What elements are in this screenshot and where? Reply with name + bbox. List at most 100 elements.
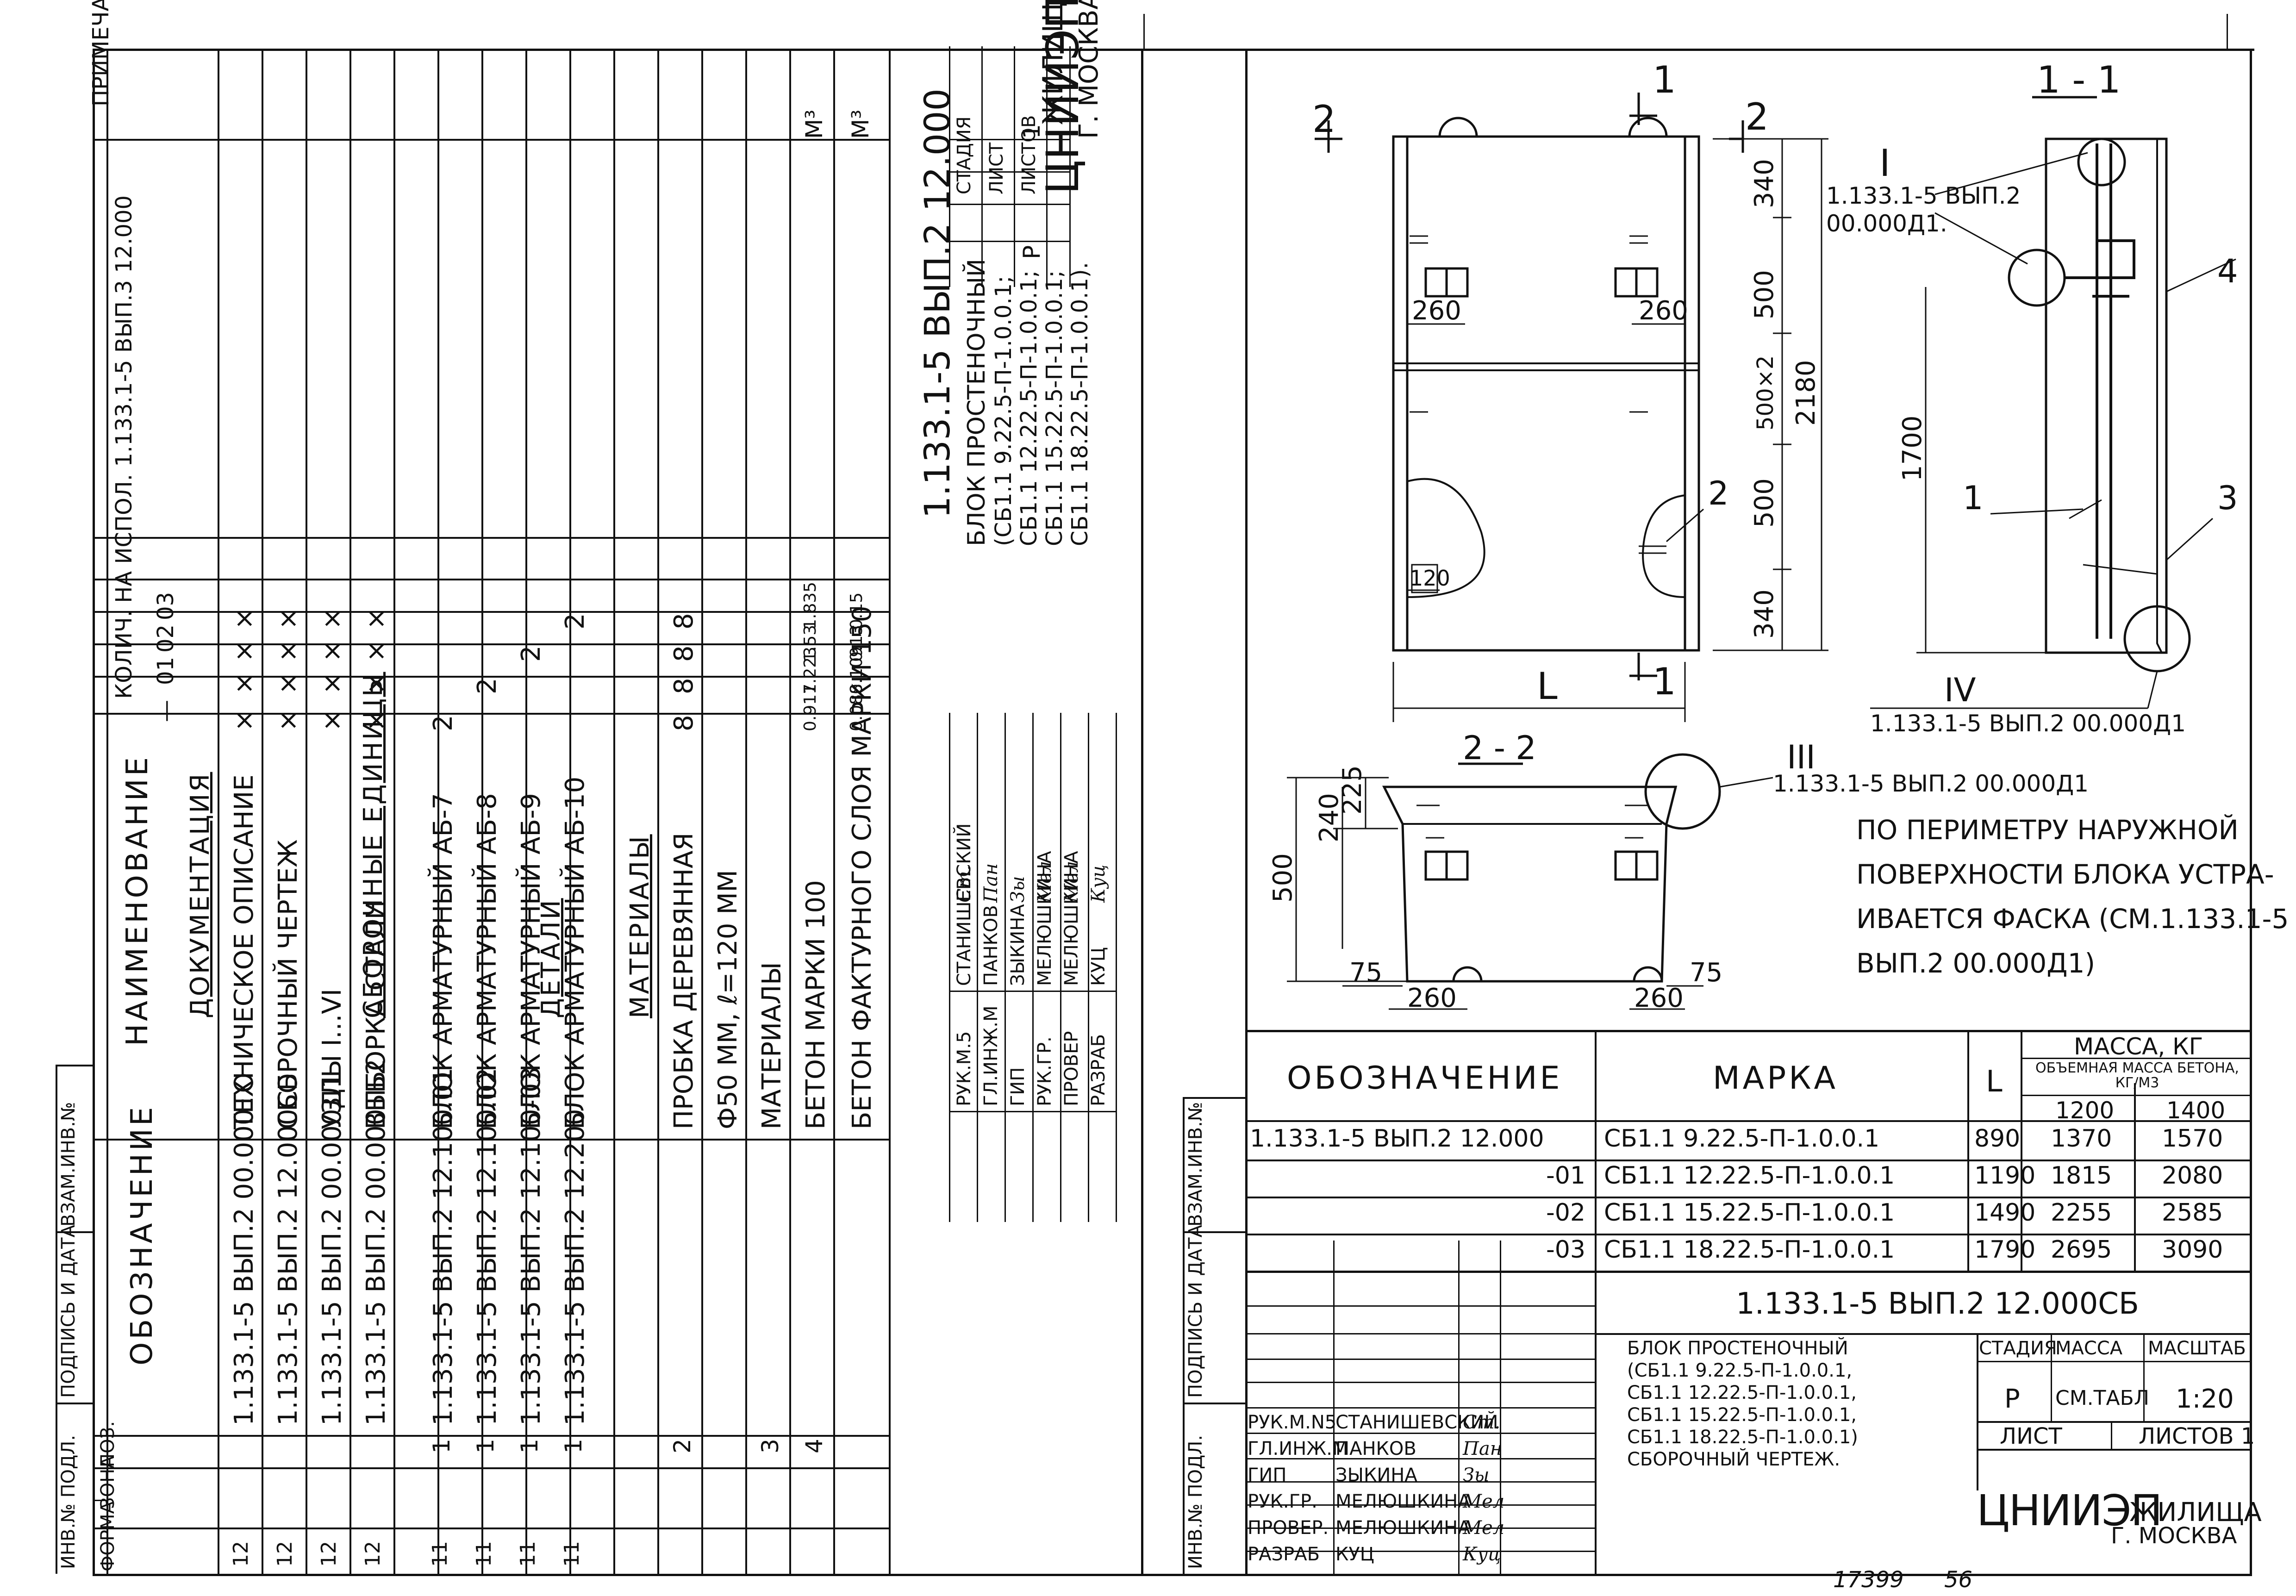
dim-500-section: 500 [1268,853,1298,903]
title-desc-line: СБ1.1 18.22.5-П-1.0.0.1) [1627,1427,1858,1448]
title-org2: ЖИЛИЩА [2129,1497,2262,1527]
mass-row-m2: 1570 [2162,1125,2223,1153]
mass-h-L: L [1986,1065,2003,1099]
dim-500x2: 500×2 [1753,355,1778,430]
mass-row-L: 1490 [1974,1199,2036,1227]
title-city: Г. МОСКВА [2111,1523,2237,1549]
front-section-2-right-label: 2 [1745,95,1769,138]
dim-75b: 75 [1690,958,1722,988]
title-staff-name: КУЦ [1335,1544,1374,1565]
footer-number-2: 56 [1944,1567,1973,1593]
front-section-1-bottom-label: 1 [1653,660,1676,703]
ref-III: 1.133.1-5 ВЫП.2 00.000Д1 [1773,770,2089,797]
right-side-sign: ПОДПИСЬ И ДАТА [1185,1225,1206,1398]
section-2-2-title: 2 - 2 [1463,729,1536,767]
mass-row-marka: СБ1.1 15.22.5-П-1.0.0.1 [1604,1199,1895,1227]
title-staff-role: РАЗРАБ [1248,1544,1320,1565]
title-staff-sign: Мел [1463,1491,1505,1512]
pos-3-label: 3 [2217,479,2238,517]
mass-row-m1: 2255 [2051,1199,2112,1227]
title-h-masshtab: МАСШТАБ [2148,1338,2246,1359]
mass-row-m1: 1815 [2051,1162,2112,1190]
mass-h-marka: МАРКА [1713,1060,1838,1097]
title-staff-role: ГЛ.ИНЖ.М [1248,1438,1348,1459]
mass-row-m1: 1370 [2051,1125,2112,1153]
title-list: ЛИСТ [2000,1423,2062,1449]
front-section-1-label: 1 [1653,58,1676,101]
note-line: ПОВЕРХНОСТИ БЛОКА УСТРА- [1856,859,2274,890]
title-code: 1.133.1-5 ВЫП.2 12.000СБ [1736,1287,2139,1321]
mass-h-oboz: ОБОЗНАЧЕНИЕ [1287,1060,1563,1097]
dim-75a: 75 [1349,958,1382,988]
node-IV-label: IV [1944,671,1976,709]
pos-1-label: 1 [1963,479,1984,517]
title-org: ЦНИИЭП [1977,1486,2163,1535]
title-staff-sign: Зы [1463,1465,1490,1486]
mass-row-oboz: -02 [1546,1199,1585,1227]
mass-density-2: 1400 [2166,1097,2226,1124]
mass-h-mass: МАССА, КГ [2074,1033,2203,1060]
dim-L: L [1537,665,1558,708]
mass-row-L: 1190 [1974,1162,2036,1190]
dim-260-right: 260 [1634,983,1684,1013]
mass-row-L: 1790 [1974,1236,2036,1264]
title-h-massa: МАССА [2055,1338,2123,1359]
title-staff-sign: Куц [1463,1544,1501,1565]
title-staff-sign: Мел [1463,1517,1505,1539]
front-view [1315,93,1828,722]
dim-2180: 2180 [1791,360,1821,426]
mass-row-m2: 2585 [2162,1199,2223,1227]
dim-120: 120 [1410,566,1450,591]
mass-row-m1: 2695 [2051,1236,2112,1264]
mass-density-1: 1200 [2055,1097,2115,1124]
footer-number-1: 17399 [1833,1567,1904,1593]
title-h-stadia: СТАДИЯ [1979,1338,2057,1359]
title-desc-line: БЛОК ПРОСТЕНОЧНЫЙ [1627,1338,1848,1359]
front-section-2-label: 2 [1312,98,1336,141]
title-staff-name: ПАНКОВ [1335,1438,1416,1459]
title-stadia: Р [2004,1384,2020,1414]
dim-240: 240 [1314,793,1344,842]
title-desc-line: СБ1.1 12.22.5-П-1.0.0.1, [1627,1382,1857,1403]
section-1-1-title: 1 - 1 [2037,58,2121,101]
title-staff-role: ГИП [1248,1465,1287,1486]
title-listov: ЛИСТОВ 1 [2139,1423,2255,1449]
dim-500-bottom: 500 [1749,478,1779,528]
title-masshtab: 1:20 [2176,1384,2234,1414]
pos-4-label: 4 [2217,252,2238,290]
ref-I-line1: 1.133.1-5 ВЫП.2 [1826,182,2021,209]
mass-row-marka: СБ1.1 12.22.5-П-1.0.0.1 [1604,1162,1895,1190]
dim-1700: 1700 [1897,415,1928,481]
title-staff-name: ЗЫКИНА [1335,1465,1417,1486]
ref-I-line2: 00.000Д1. [1826,210,1947,237]
dim-260-left: 260 [1407,983,1457,1013]
right-side-vzam: ВЗАМ.ИНВ.№ [1185,1102,1206,1227]
mass-row-m2: 3090 [2162,1236,2223,1264]
note-line: ИВАЕТСЯ ФАСКА (СМ.1.133.1-5 [1856,903,2289,935]
mass-row-L: 890 [1974,1125,2021,1153]
mass-row-m2: 2080 [2162,1162,2223,1190]
ref-IV: 1.133.1-5 ВЫП.2 00.000Д1 [1870,710,2186,737]
mass-h-density: ОБЪЕМНАЯ МАССА БЕТОНА, КГ/М3 [2035,1060,2239,1091]
mass-row-oboz: -03 [1546,1236,1585,1264]
title-staff-sign: Ст. [1463,1412,1501,1433]
dim-500-top: 500 [1749,270,1779,319]
dim-260b: 260 [1639,296,1688,326]
title-staff-name: МЕЛЮШКИНА [1335,1517,1471,1539]
dim-225: 225 [1337,765,1367,815]
title-staff-name: МЕЛЮШКИНА [1335,1491,1471,1512]
title-desc-line: (СБ1.1 9.22.5-П-1.0.0.1, [1627,1360,1853,1381]
title-staff-role: РУК.ГР. [1248,1491,1317,1512]
section-1-1-view [1870,96,2236,709]
note-line: ПО ПЕРИМЕТРУ НАРУЖНОЙ [1856,814,2239,846]
section-2-2-view [1287,753,1773,1010]
title-staff-name: СТАНИШЕВСКИЙ [1335,1412,1498,1433]
node-I-label: I [1879,142,1890,185]
dim-340-bottom: 340 [1749,589,1779,639]
title-desc-line: СБОРОЧНЫЙ ЧЕРТЕЖ. [1627,1449,1841,1470]
mass-row-oboz: 1.133.1-5 ВЫП.2 12.000 [1250,1125,1544,1153]
title-staff-sign: Пан [1463,1438,1503,1459]
chamfer-note: ПО ПЕРИМЕТРУ НАРУЖНОЙ ПОВЕРХНОСТИ БЛОКА … [1856,808,2289,985]
title-staff-role: РУК.М.N5 [1248,1412,1337,1433]
